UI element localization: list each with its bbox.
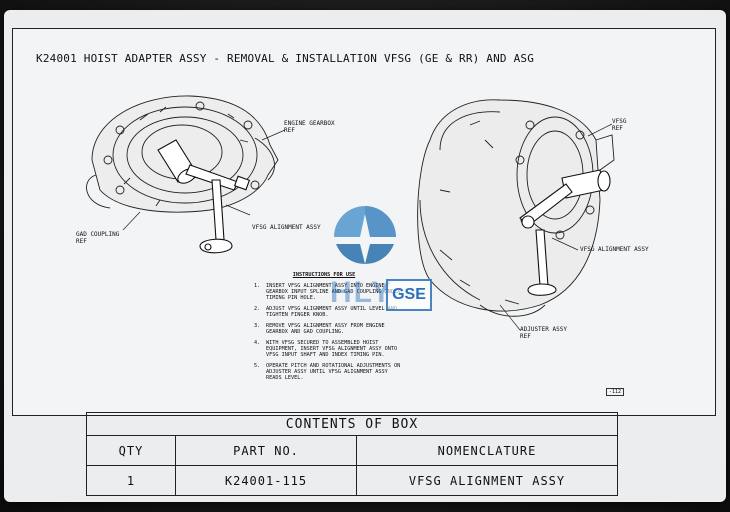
sheet-number: -112 — [606, 388, 625, 396]
step-text: REMOVE VFSG ALIGNMENT ASSY FROM ENGINE G… — [266, 323, 385, 335]
cell-nomenclature: VFSG ALIGNMENT ASSY — [356, 465, 618, 496]
step-text: OPERATE PITCH AND ROTATIONAL ADJUSTMENTS… — [266, 363, 401, 381]
alignment-assy-right — [519, 169, 611, 296]
instruction-step: 4. WITH VFSG SECURED TO ASSEMBLED HOIST … — [254, 340, 404, 358]
instruction-step: 3. REMOVE VFSG ALIGNMENT ASSY FROM ENGIN… — [254, 323, 404, 335]
step-number: 5. — [254, 363, 261, 369]
step-number: 4. — [254, 340, 261, 346]
header-part-no: PART NO. — [175, 435, 357, 466]
step-number: 2. — [254, 306, 261, 312]
drawing-frame — [12, 28, 716, 416]
instruction-step: 1. INSERT VFSG ALIGNMENT ASSY INTO ENGIN… — [254, 283, 404, 301]
callout-vfsg-ref: VFSG REF — [612, 118, 627, 132]
alignment-assy-left — [157, 139, 251, 254]
header-qty: QTY — [86, 435, 176, 466]
callout-vfsg-alignment-right: VFSG ALIGNMENT ASSY — [580, 246, 649, 253]
table-row: 1 K24001-115 VFSG ALIGNMENT ASSY — [86, 465, 618, 496]
callout-gad-coupling: GAD COUPLING REF — [76, 231, 120, 245]
instruction-step: 2. ADJUST VFSG ALIGNMENT ASSY UNTIL LEVE… — [254, 306, 404, 318]
vfsg-drawing — [417, 99, 615, 317]
drawing-title: K24001 HOIST ADAPTER ASSY - REMOVAL & IN… — [36, 52, 535, 65]
step-text: INSERT VFSG ALIGNMENT ASSY INTO ENGINE G… — [266, 283, 401, 301]
leader-lines — [122, 123, 613, 331]
cell-qty: 1 — [86, 465, 176, 496]
step-number: 3. — [254, 323, 261, 329]
callout-engine-gearbox: ENGINE GEARBOX REF — [284, 120, 335, 134]
instructions-block: INSTRUCTIONS FOR USE 1. INSERT VFSG ALIG… — [254, 272, 404, 386]
step-text: ADJUST VFSG ALIGNMENT ASSY UNTIL LEVEL A… — [266, 306, 398, 318]
contents-of-box-table: CONTENTS OF BOX QTY PART NO. NOMENCLATUR… — [86, 412, 618, 496]
callout-vfsg-alignment-left: VFSG ALIGNMENT ASSY — [252, 224, 321, 231]
watermark-text: HLY — [330, 276, 394, 309]
callout-adjuster-assy: ADJUSTER ASSY REF — [520, 326, 567, 340]
instructions-heading: INSTRUCTIONS FOR USE — [292, 272, 356, 278]
step-number: 1. — [254, 283, 261, 289]
airplane-logo-icon — [334, 206, 396, 265]
watermark-badge: GSE — [386, 279, 432, 311]
table-caption: CONTENTS OF BOX — [86, 412, 618, 436]
step-text: WITH VFSG SECURED TO ASSEMBLED HOIST EQU… — [266, 340, 398, 358]
instruction-step: 5. OPERATE PITCH AND ROTATIONAL ADJUSTME… — [254, 363, 404, 381]
header-nomenclature: NOMENCLATURE — [356, 435, 618, 466]
cell-part-no: K24001-115 — [175, 465, 357, 496]
